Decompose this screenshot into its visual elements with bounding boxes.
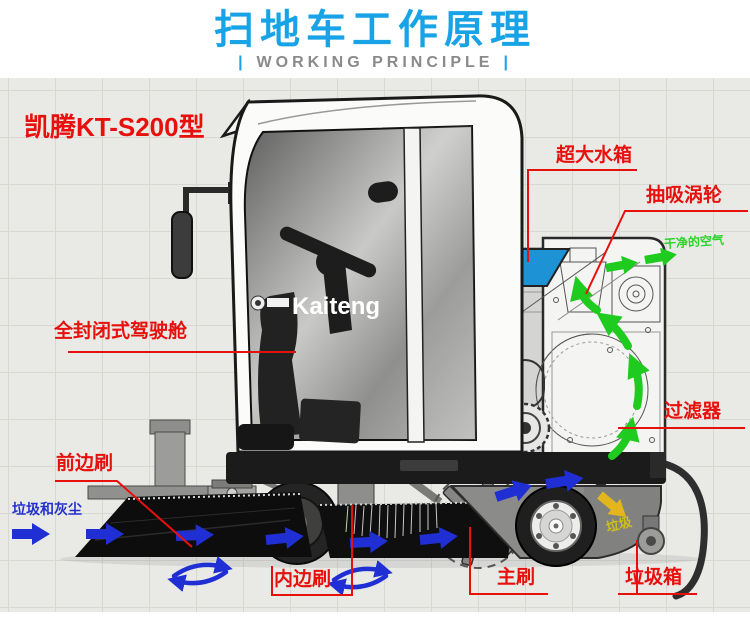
window-pillar [403, 127, 425, 443]
main-brush-label: 主刷 [497, 567, 536, 588]
subtitle-text: WORKING PRINCIPLE [256, 54, 494, 71]
rear-body [449, 458, 708, 600]
brand-logo-text: Kaiteng [292, 293, 380, 320]
subtitle-divider-right: | [503, 54, 512, 71]
leader-garbage-bin [618, 540, 697, 595]
leader-water-tank [527, 169, 637, 262]
cab: Kaiteng [171, 94, 524, 454]
suction-turbine-label: 抽吸涡轮 [646, 185, 723, 206]
side-mirror [171, 211, 193, 279]
header: 扫地车工作原理 | WORKING PRINCIPLE | [0, 0, 750, 78]
dust-and-garbage-label: 垃圾和灰尘 [12, 501, 82, 517]
airflow-arrows [570, 245, 679, 460]
footer-strip [0, 612, 750, 624]
diagram-scene: Kaiteng [0, 78, 750, 612]
leader-turbine [585, 210, 748, 295]
rotation-arrows [167, 556, 393, 596]
water-tank-label: 超大水箱 [556, 145, 633, 166]
leader-front-brush [55, 480, 193, 548]
garbage-bin-label: 垃圾箱 [625, 567, 683, 588]
cab-interior [238, 181, 398, 450]
front-side-brush-label: 前边刷 [56, 453, 114, 474]
sweeper-illustration: Kaiteng [12, 94, 748, 600]
page-title: 扫地车工作原理 [214, 8, 536, 52]
leader-main-brush [469, 527, 548, 595]
front-side-brush [75, 492, 312, 557]
leader-inner-brush [271, 505, 353, 596]
brand-logo: Kaiteng [250, 293, 380, 320]
cab-label: 全封闭式驾驶舱 [54, 321, 188, 342]
page-subtitle: | WORKING PRINCIPLE | [0, 54, 750, 72]
leader-lines [55, 169, 748, 596]
filter-label: 过滤器 [664, 401, 722, 422]
subtitle-divider-left: | [238, 54, 247, 71]
inner-side-brush-label: 内边刷 [274, 569, 332, 590]
model-label: 凯腾KT-S200型 [24, 112, 205, 142]
chassis [226, 452, 666, 484]
